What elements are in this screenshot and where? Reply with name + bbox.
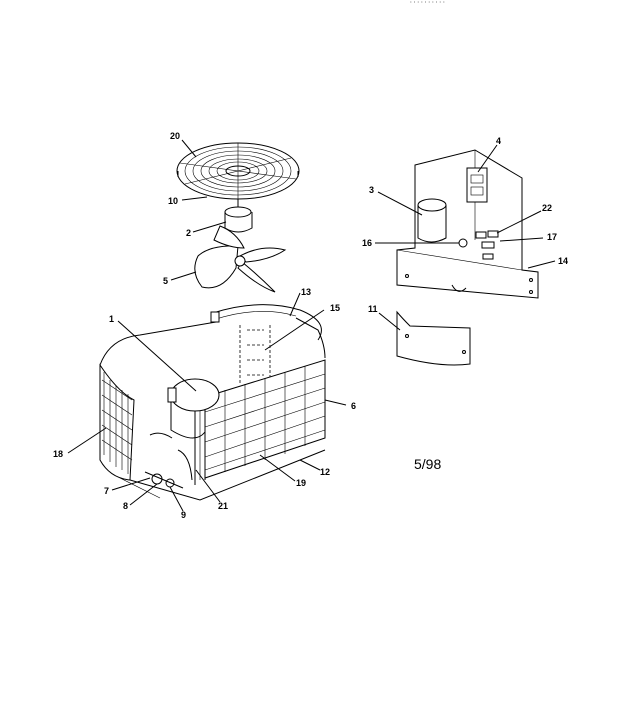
condenser-cabinet: [99, 317, 326, 501]
fan-guard-grille: [176, 142, 300, 200]
callout-21: 21: [218, 501, 228, 511]
callout-1: 1: [109, 314, 114, 324]
callout-13: 13: [301, 287, 311, 297]
callout-16: 16: [362, 238, 372, 248]
callout-4: 4: [496, 136, 501, 146]
callout-5: 5: [163, 276, 168, 286]
callout-15: 15: [330, 303, 340, 313]
callout-8: 8: [123, 501, 128, 511]
cropped-header-fragment: · · · · · · · · · ·: [410, 0, 445, 6]
callout-14: 14: [558, 256, 568, 266]
callout-22: 22: [542, 203, 552, 213]
callout-19: 19: [296, 478, 306, 488]
fan-blade: [194, 225, 287, 293]
callout-3: 3: [369, 185, 374, 195]
top-cover-panel: [210, 304, 322, 341]
callout-2: 2: [186, 228, 191, 238]
access-panel: [396, 310, 471, 366]
callout-18: 18: [53, 449, 63, 459]
callout-12: 12: [320, 467, 330, 477]
callout-7: 7: [104, 486, 109, 496]
callout-6: 6: [351, 401, 356, 411]
callout-20: 20: [170, 131, 180, 141]
control-box-assembly: [396, 149, 539, 299]
callout-labels: 20 10 2 5 1 13 15 6 12 19 18 7 8 9 21 3 …: [53, 131, 568, 520]
fan-motor: [224, 199, 253, 233]
date-code-label: 5/98: [414, 456, 441, 472]
callout-10: 10: [168, 196, 178, 206]
callout-17: 17: [547, 232, 557, 242]
callout-11: 11: [368, 304, 378, 314]
callout-9: 9: [181, 510, 186, 520]
compressor: [167, 378, 220, 439]
callout-leader-lines: [67, 139, 556, 512]
dashed-refrigerant-tube: [239, 325, 271, 385]
